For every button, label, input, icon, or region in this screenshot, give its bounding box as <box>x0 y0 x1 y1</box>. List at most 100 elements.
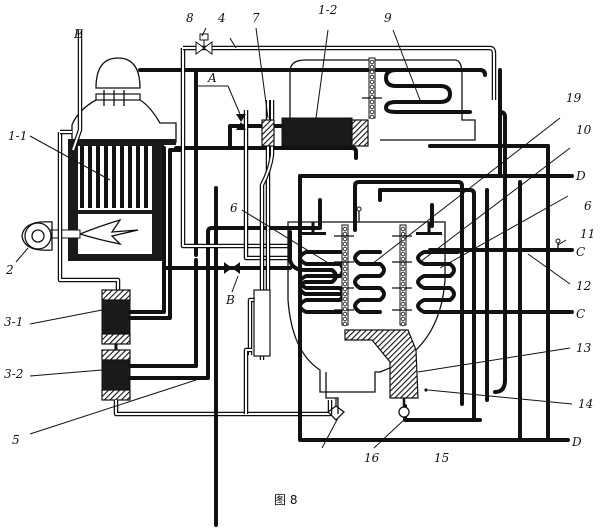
coil-right <box>416 250 460 314</box>
label-3-1: 3-1 <box>4 315 23 329</box>
label-B: B <box>225 293 235 307</box>
label-D-bottom: D <box>571 435 582 449</box>
hopper-13 <box>344 329 419 399</box>
label-6-right: 6 <box>584 199 592 213</box>
upper-box-outline <box>289 59 476 141</box>
blower-fan-2 <box>21 221 53 251</box>
bead <box>400 306 406 312</box>
boiler-dome <box>95 57 141 89</box>
label-2: 2 <box>5 263 14 277</box>
bead <box>400 291 406 297</box>
boiler-tube <box>88 146 92 208</box>
level-gauge <box>253 289 271 357</box>
label-D-top: D <box>575 169 586 183</box>
bead <box>400 276 406 282</box>
valve-11 <box>555 238 561 250</box>
labels: E 1-1 2 3-1 3-2 5 8 4 7 1-2 9 A B 6 19 1… <box>4 3 595 507</box>
boiler-tube <box>120 146 124 208</box>
bead <box>342 291 348 297</box>
bead <box>369 69 375 75</box>
bead <box>400 241 406 247</box>
label-11: 11 <box>580 227 595 241</box>
bead <box>369 89 375 95</box>
bead <box>400 256 406 262</box>
label-5: 5 <box>12 433 20 447</box>
upper-coil-9 <box>384 68 472 114</box>
label-9: 9 <box>384 11 392 25</box>
bead <box>400 236 406 242</box>
dome-rods <box>103 90 125 106</box>
bead <box>369 59 375 65</box>
bead <box>342 241 348 247</box>
spray-head-right-10 <box>416 222 442 235</box>
boiler-tube <box>80 146 84 208</box>
bead <box>342 261 348 267</box>
label-A: A <box>207 71 217 85</box>
label-C-lower: C <box>576 307 585 321</box>
bead <box>400 286 406 292</box>
bead <box>342 266 348 272</box>
valve-a <box>236 114 246 130</box>
main-chamber <box>287 206 460 414</box>
bead <box>400 246 406 252</box>
label-E: E <box>73 27 83 41</box>
bead <box>400 231 406 237</box>
spray-head-left <box>300 222 326 235</box>
bead <box>342 276 348 282</box>
bead <box>342 256 348 262</box>
boiler-tube <box>96 146 100 208</box>
bead <box>369 79 375 85</box>
bead <box>342 231 348 237</box>
flame-icon <box>78 218 139 246</box>
bead <box>400 281 406 287</box>
leader-lines <box>15 27 573 449</box>
piping-thin <box>180 45 497 360</box>
bead <box>342 321 348 327</box>
boiler-tube <box>136 146 140 208</box>
nozzle-19 <box>356 206 362 222</box>
boiler-shoulder <box>71 99 177 143</box>
bead <box>369 94 375 100</box>
label-C-upper: C <box>576 245 585 259</box>
bead <box>400 316 406 322</box>
bead <box>342 226 348 232</box>
label-19: 19 <box>566 91 582 105</box>
label-16: 16 <box>364 451 380 465</box>
label-1-2: 1-2 <box>318 3 337 17</box>
label-12: 12 <box>576 279 591 293</box>
label-8: 8 <box>186 11 194 25</box>
bead <box>369 99 375 105</box>
label-15: 15 <box>434 451 449 465</box>
label-4: 4 <box>217 11 226 25</box>
bead <box>400 226 406 232</box>
bead <box>400 266 406 272</box>
bead <box>342 296 348 302</box>
bead <box>369 64 375 70</box>
bead <box>369 84 375 90</box>
heat-exchanger-3-1 <box>101 289 131 345</box>
bead <box>369 114 375 120</box>
boiler-tube <box>112 146 116 208</box>
figure-caption: 图 8 <box>274 493 297 507</box>
label-14: 14 <box>578 397 593 411</box>
bead <box>342 236 348 242</box>
bead <box>342 306 348 312</box>
boiler-tube <box>128 146 132 208</box>
label-7: 7 <box>252 11 260 25</box>
label-13: 13 <box>576 341 592 355</box>
valve-b <box>224 262 240 274</box>
bead <box>400 251 406 257</box>
heat-exchanger-3-2 <box>101 349 131 401</box>
boiler <box>45 57 177 261</box>
bead <box>400 301 406 307</box>
heat-exchanger-1-2 <box>261 117 369 147</box>
bead <box>342 246 348 252</box>
bead <box>342 251 348 257</box>
bead <box>342 316 348 322</box>
dome-band <box>95 93 141 101</box>
bead <box>400 296 406 302</box>
pump-16 <box>327 398 345 421</box>
bead <box>342 281 348 287</box>
bead <box>369 74 375 80</box>
